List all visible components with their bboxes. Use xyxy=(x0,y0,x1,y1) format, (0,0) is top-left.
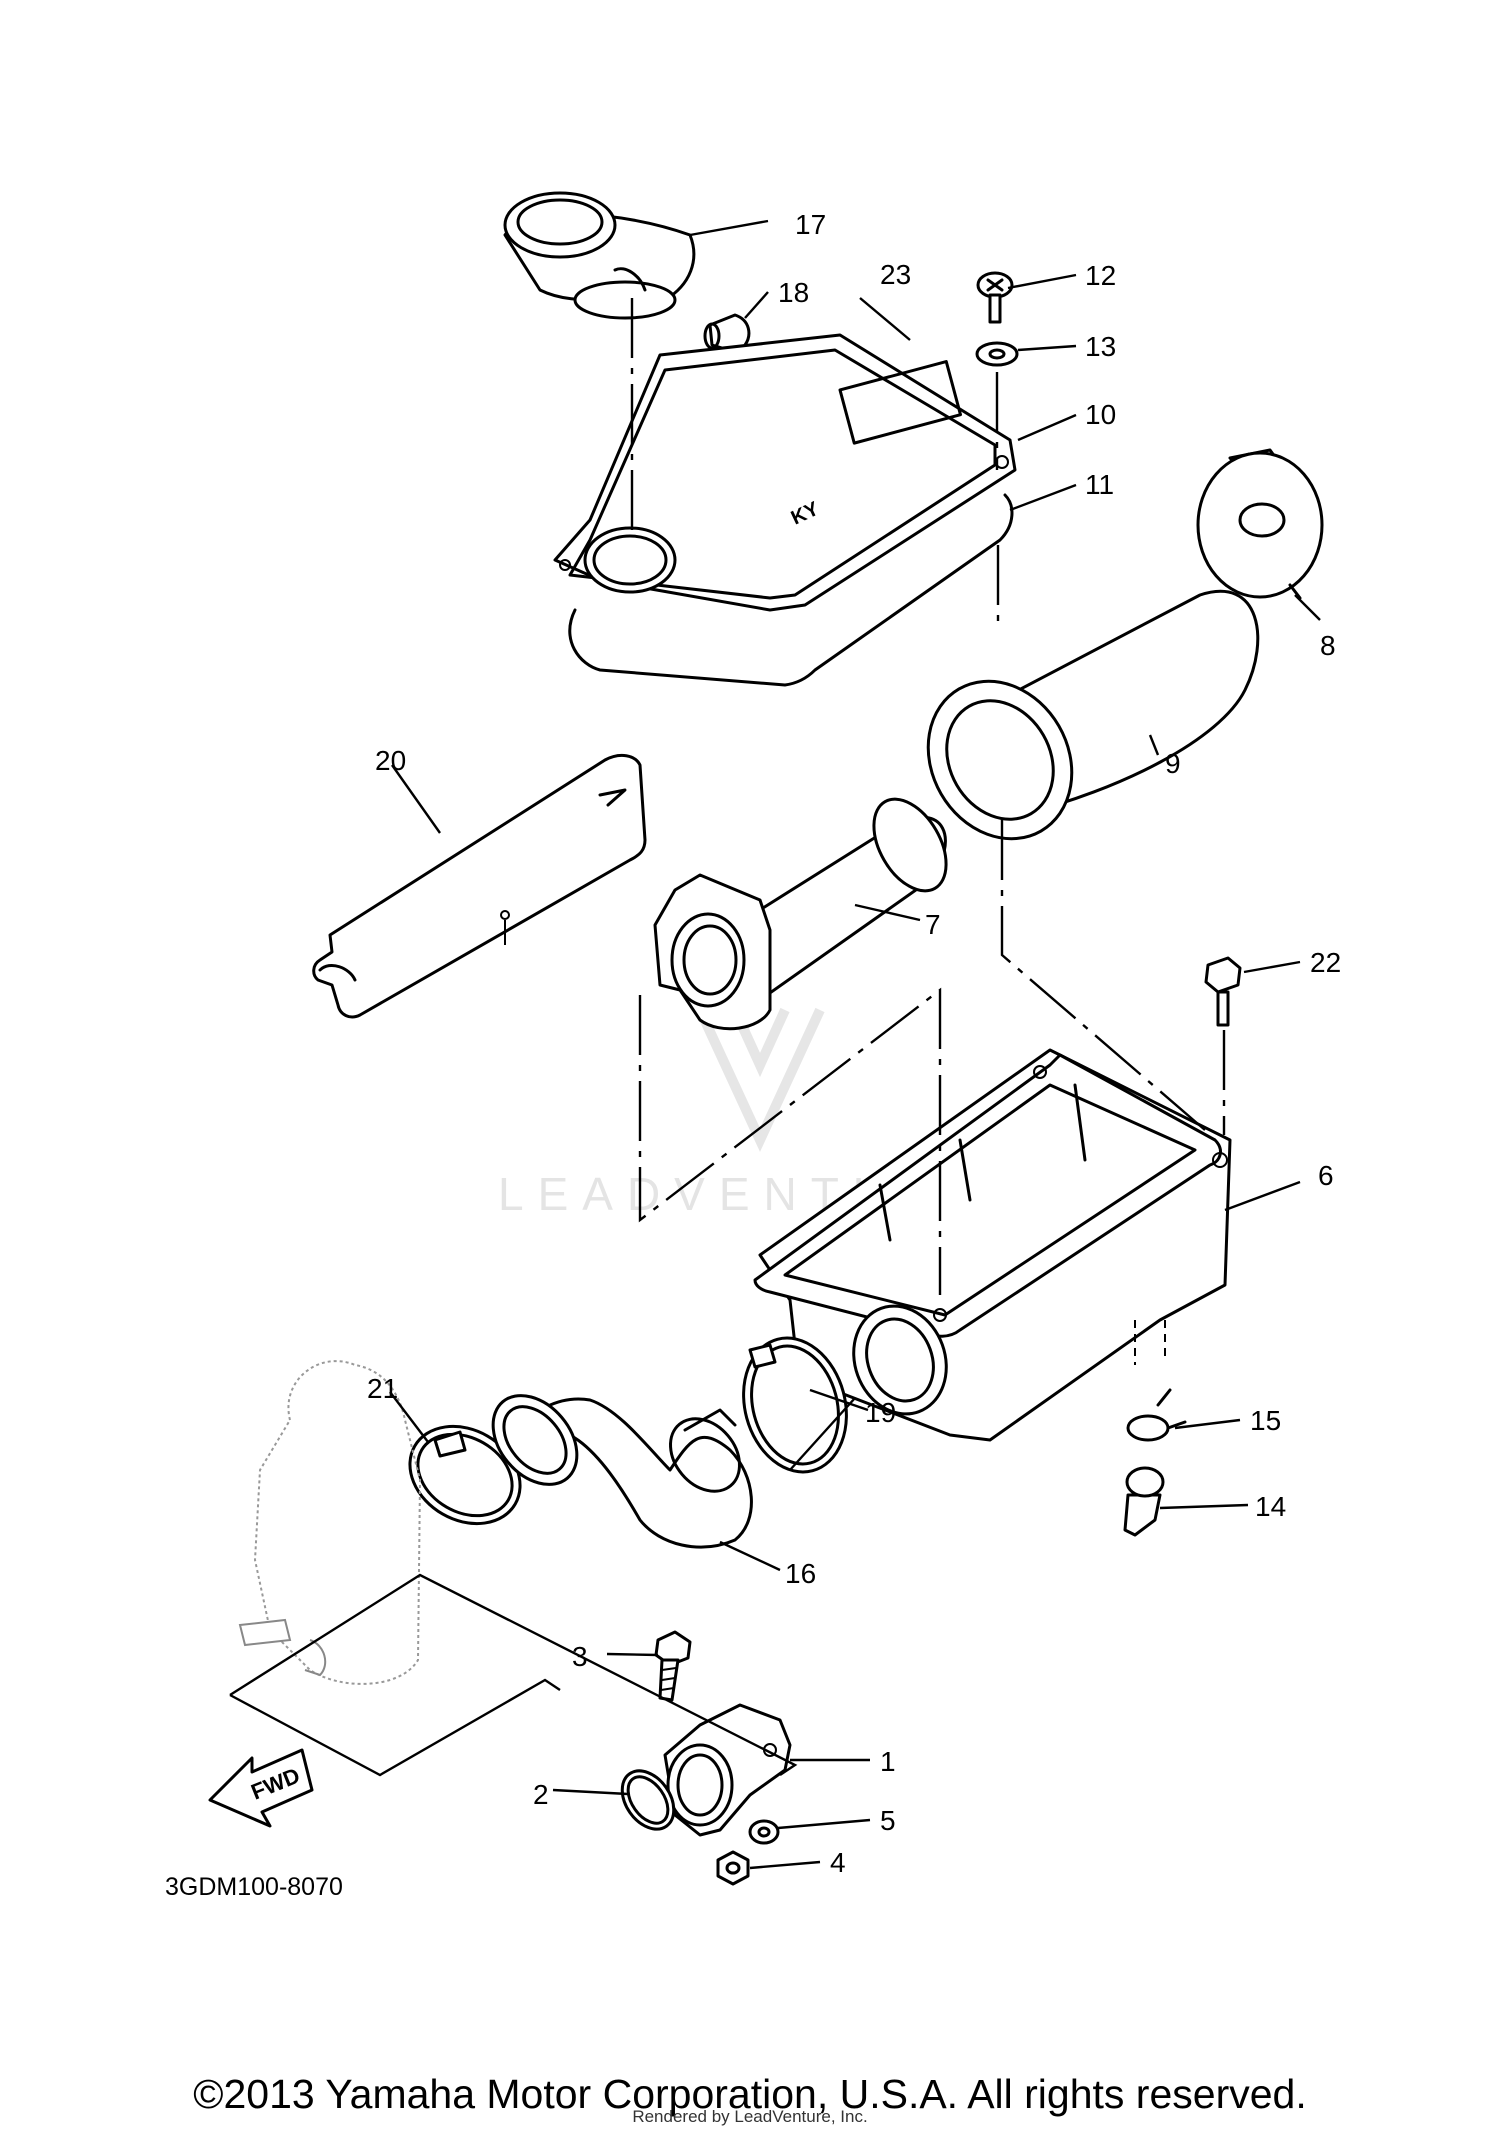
part-12-screw xyxy=(976,271,1014,324)
part-code: 3GDM100-8070 xyxy=(165,1873,343,1901)
callout-20: 20 xyxy=(375,745,406,776)
callout-14: 14 xyxy=(1255,1491,1286,1522)
part-10-airbox-cover: KY xyxy=(553,333,1017,612)
part-5-washer xyxy=(748,1819,780,1845)
part-17-intake-duct xyxy=(503,191,696,320)
callout-2: 2 xyxy=(533,1779,549,1810)
callout-9: 9 xyxy=(1165,748,1181,779)
callout-17: 17 xyxy=(795,209,826,240)
part-14-drain-cap xyxy=(1123,1466,1165,1537)
callout-labels: 17 18 23 12 13 10 11 8 9 7 20 22 6 15 14… xyxy=(367,209,1341,1878)
part-3-bolt xyxy=(654,1630,692,1702)
copyright-notice: ©2013 Yamaha Motor Corporation, U.S.A. A… xyxy=(193,2071,1307,2117)
part-19-hose-clamp xyxy=(742,1336,848,1474)
part-16-joint-hose xyxy=(491,1394,753,1549)
callout-1: 1 xyxy=(880,1746,896,1777)
part-1-intake-manifold xyxy=(663,1703,792,1837)
callout-11: 11 xyxy=(1085,469,1114,500)
callout-13: 13 xyxy=(1085,331,1116,362)
callout-3: 3 xyxy=(572,1641,588,1672)
callout-19: 19 xyxy=(865,1397,896,1428)
callout-15: 15 xyxy=(1250,1405,1281,1436)
carburetor-reference xyxy=(238,1360,422,1685)
fwd-arrow-icon: FWD xyxy=(208,1748,314,1828)
part-2-o-ring xyxy=(620,1769,676,1831)
part-15-clip xyxy=(1126,1388,1187,1442)
callout-5: 5 xyxy=(880,1805,896,1836)
callout-22: 22 xyxy=(1310,947,1341,978)
part-21-hose-clamp xyxy=(408,1424,522,1526)
part-11-cover-gasket xyxy=(568,493,1014,687)
part-20-splash-plate xyxy=(312,753,647,1019)
part-6-air-box-case xyxy=(753,1048,1232,1442)
callout-4: 4 xyxy=(830,1847,846,1878)
callout-6: 6 xyxy=(1318,1160,1334,1191)
callout-21: 21 xyxy=(367,1373,398,1404)
part-8-filter-end-cap xyxy=(1196,448,1324,600)
rendered-by-notice: Rendered by LeadVenture, Inc. xyxy=(632,2107,868,2126)
callout-7: 7 xyxy=(925,909,941,940)
callout-23: 23 xyxy=(880,259,911,290)
part-22-bolt xyxy=(1204,956,1242,1027)
part-13-washer xyxy=(975,341,1019,367)
part-4-nut xyxy=(716,1850,750,1886)
leader-lines xyxy=(389,219,1321,1870)
callout-12: 12 xyxy=(1085,260,1116,291)
callout-8: 8 xyxy=(1320,630,1336,661)
assembly-center-lines xyxy=(229,298,1226,1777)
callout-10: 10 xyxy=(1085,399,1116,430)
part-7-filter-guide xyxy=(653,797,948,1031)
callout-16: 16 xyxy=(785,1558,816,1589)
callout-18: 18 xyxy=(778,277,809,308)
part-9-air-filter-element xyxy=(926,589,1260,841)
